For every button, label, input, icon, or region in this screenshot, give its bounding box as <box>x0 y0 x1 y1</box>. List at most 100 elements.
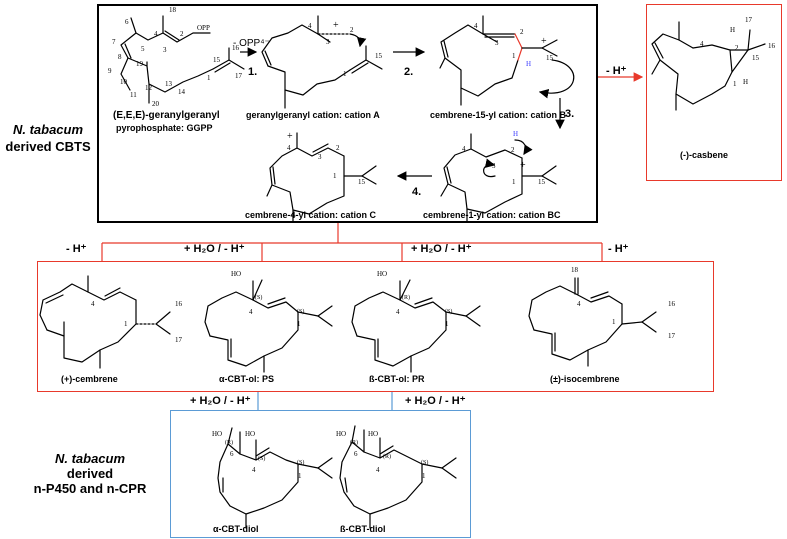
branch-label-3: + H₂O / - H⁺ <box>411 243 472 255</box>
atom-label: 9 <box>108 67 112 75</box>
atom-label: 12 <box>145 84 152 92</box>
cation-c-structure <box>266 132 377 223</box>
casbene-structure <box>651 21 766 111</box>
atom-label: 2 <box>520 28 524 36</box>
atom-label: 14 <box>178 88 185 96</box>
diol-connectors <box>257 392 393 410</box>
atom-label: 8 <box>118 53 122 61</box>
step2-label: 2. <box>404 66 414 78</box>
atom-label: 4 <box>154 30 158 38</box>
atom-label: 1 <box>297 320 301 328</box>
atom-label: 3 <box>326 38 330 46</box>
atom-label: 1 <box>612 318 616 326</box>
atom-label: 2 <box>336 144 340 152</box>
ggpp-name-line1: (E,E,E)-geranylgeranyl <box>113 110 220 121</box>
p450-label-line2: n-P450 and n-CPR <box>33 481 147 496</box>
alpha-cbt-diol-structure <box>217 427 333 529</box>
branch-label-1: - H⁺ <box>66 243 87 255</box>
casbene-reagent-label: - H⁺ <box>606 65 627 77</box>
atom-label: (S) <box>297 460 305 466</box>
product-cembrene-name: (+)-cembrene <box>61 374 118 384</box>
atom-label: (S) <box>445 309 453 315</box>
atom-label: 15 <box>752 54 759 62</box>
atom-label: 4 <box>287 144 291 152</box>
atom-label: 2 <box>180 30 184 38</box>
atom-label: 4 <box>91 300 95 308</box>
diol-reaction-label-2: + H₂O / - H⁺ <box>405 395 466 407</box>
atom-label: 17 <box>745 16 752 24</box>
p450-species-label: N. tabacum <box>54 451 126 466</box>
atom-label: + <box>333 20 339 31</box>
atom-label: 6 <box>125 18 129 26</box>
atom-label: 15 <box>358 178 365 186</box>
step1-label: 1. <box>248 66 258 78</box>
atom-label: HO <box>231 270 242 278</box>
product-alpha-cbt-ol-name: α-CBT-ol: PS <box>219 374 275 384</box>
branch-lines <box>101 223 603 261</box>
atom-label: 4 <box>577 300 581 308</box>
opp-leaving-label: - OPP⁴⁻ <box>233 38 270 49</box>
cbts-label: derived CBTS <box>5 139 91 154</box>
atom-label: H <box>730 26 736 34</box>
atom-label: 15 <box>375 52 382 60</box>
beta-cbt-diol-name: ß-CBT-diol <box>340 524 386 534</box>
beta-cbt-diol-structure <box>339 425 457 529</box>
atom-label: 3 <box>492 162 496 170</box>
atom-label: 4 <box>474 22 478 30</box>
atom-label: + <box>287 131 293 142</box>
atom-label: 4 <box>252 466 256 474</box>
atom-label: 1 <box>124 320 128 328</box>
atom-label: 7 <box>112 38 116 46</box>
atom-label: 1 <box>512 178 516 186</box>
atom-label: 2 <box>350 26 354 34</box>
atom-label: 5 <box>141 45 145 53</box>
cation-bc-name: cembrene-1-yl cation: cation BC <box>423 210 561 220</box>
ggpp-name-line2: pyrophosphate: GGPP <box>116 123 213 133</box>
atom-label: H <box>513 130 519 138</box>
atom-label: 1 <box>512 52 516 60</box>
atom-label: 4 <box>396 308 400 316</box>
atom-label: (R) <box>350 440 358 446</box>
cation-a-name: geranylgeranyl cation: cation A <box>246 110 380 120</box>
cation-b-name: cembrene-15-yl cation: cation B <box>430 110 567 120</box>
branch-label-2: + H₂O / - H⁺ <box>184 243 245 255</box>
atom-label: 15 <box>213 56 220 64</box>
cbts-species-label: N. tabacum <box>12 122 84 137</box>
atom-label: 19 <box>136 60 143 68</box>
step4-label: 4. <box>412 186 422 198</box>
atom-label: 13 <box>165 80 172 88</box>
atom-label: 15 <box>546 54 553 62</box>
atom-label: 4 <box>376 466 380 474</box>
atom-label: 15 <box>538 178 545 186</box>
cation-a-structure <box>261 15 383 109</box>
atom-label: HO <box>336 430 347 438</box>
atom-label: (S) <box>421 460 429 466</box>
atom-label: 18 <box>571 266 578 274</box>
atom-label: HO <box>212 430 223 438</box>
atom-label: 18 <box>169 6 176 14</box>
diols-box <box>170 410 471 538</box>
atom-label: (S) <box>258 456 266 462</box>
atom-label: 17 <box>668 332 675 340</box>
atom-label: 4 <box>249 308 253 316</box>
cation-b-structure <box>439 15 575 106</box>
beta-cbt-ol-structure <box>351 279 481 373</box>
atom-label: 16 <box>175 300 182 308</box>
products-box <box>37 261 714 392</box>
isocembrene-structure <box>528 277 657 367</box>
atom-label: 1 <box>343 70 347 78</box>
atom-label: (S) <box>297 309 305 315</box>
atom-label: 17 <box>235 72 242 80</box>
cation-c-name: cembrene-4-yl cation: cation C <box>245 210 377 220</box>
atom-label: 3 <box>495 39 499 47</box>
atom-label: 1 <box>445 320 449 328</box>
atom-label: (R) <box>225 440 233 446</box>
diol-reaction-label-1: + H₂O / - H⁺ <box>190 395 251 407</box>
atom-label: 16 <box>768 42 775 50</box>
atom-label: H <box>743 78 749 86</box>
cembrene-structure <box>39 275 171 369</box>
casbene-box <box>646 4 782 181</box>
atom-label: 2 <box>511 146 515 154</box>
atom-label: 2 <box>735 44 739 52</box>
